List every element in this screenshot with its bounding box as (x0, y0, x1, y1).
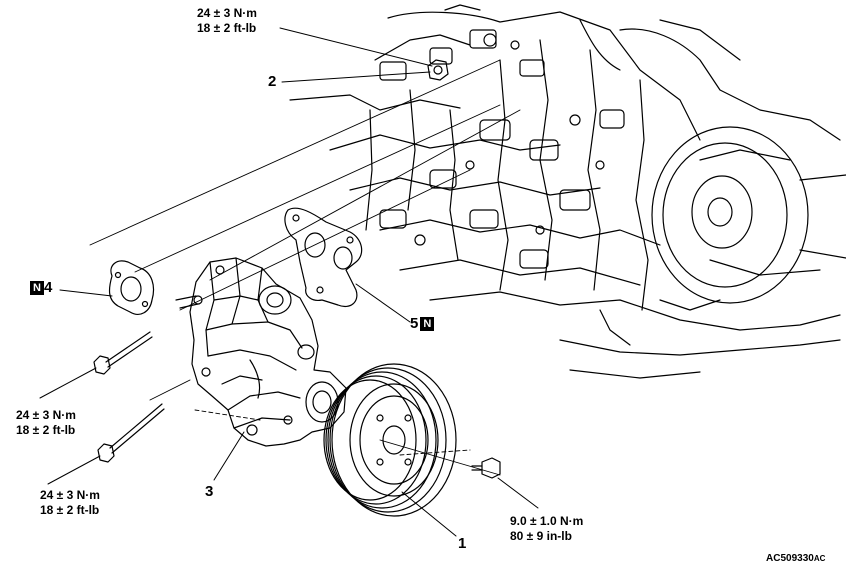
torque-imperial: 80 ± 9 in-lb (510, 529, 572, 543)
torque-metric: 24 ± 3 N·m (40, 488, 100, 502)
pulley-bolt (471, 457, 501, 479)
callout-3: 3 (205, 483, 214, 500)
torque-metric: 9.0 ± 1.0 N·m (510, 514, 584, 528)
new-part-mark: N (30, 281, 44, 296)
figure-code: AC509330AC (766, 553, 825, 565)
callout-5-number: 5 (410, 315, 419, 332)
torque-label-bolt-upper: 24 ± 3 N·m 18 ± 2 ft-lb (16, 408, 76, 438)
torque-label-nut: 24 ± 3 N·m 18 ± 2 ft-lb (197, 6, 257, 36)
torque-imperial: 18 ± 2 ft-lb (197, 21, 257, 35)
torque-imperial: 18 ± 2 ft-lb (40, 503, 100, 517)
mounting-bolt-upper (93, 331, 153, 375)
figure-code-main: AC509330 (766, 553, 814, 564)
leader-lines (39, 27, 539, 537)
new-part-mark: N (420, 317, 435, 332)
mounting-nut-2 (427, 59, 449, 81)
figure-code-suffix: AC (813, 554, 826, 563)
torque-metric: 24 ± 3 N·m (197, 6, 257, 20)
engine-block (289, 4, 846, 379)
callout-2: 2 (268, 73, 277, 90)
torque-imperial: 18 ± 2 ft-lb (16, 423, 76, 437)
gasket-4 (108, 260, 155, 315)
mounting-bolt-lower (97, 403, 165, 463)
torque-label-pulley-bolt: 9.0 ± 1.0 N·m 80 ± 9 in-lb (510, 514, 583, 544)
torque-label-bolt-lower: 24 ± 3 N·m 18 ± 2 ft-lb (40, 488, 100, 518)
alignment-lines (89, 59, 521, 476)
pulley-1 (323, 363, 457, 517)
torque-metric: 24 ± 3 N·m (16, 408, 76, 422)
water-pump-3 (175, 257, 347, 447)
gasket-5 (284, 207, 363, 308)
callout-1: 1 (458, 535, 467, 552)
callout-4-number: 4 (44, 279, 53, 296)
